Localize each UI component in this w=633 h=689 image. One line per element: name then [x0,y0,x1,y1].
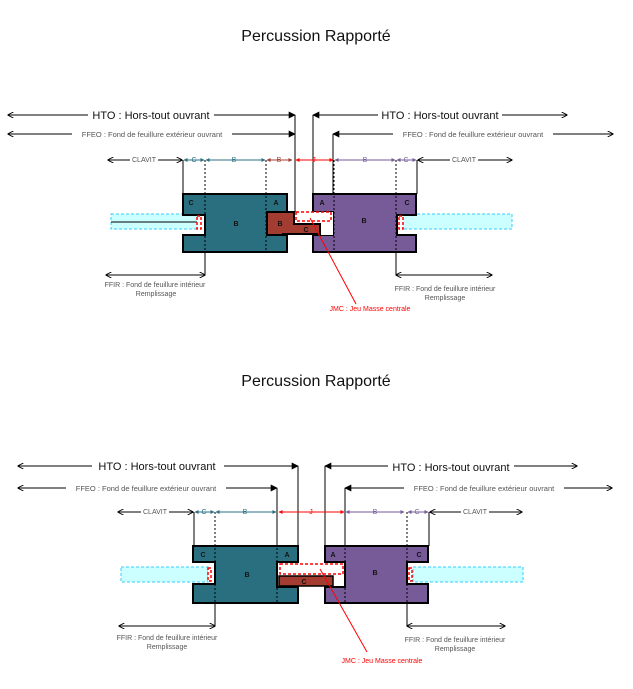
seal-right [398,215,404,230]
dim-b-purple-label: B [373,509,378,516]
teal-label-b: B [233,221,238,228]
ffir-left-label: FFIR : Fond de feuillure intérieur [105,282,206,289]
ffeo-right-label: FFEO : Fond de feuillure extérieur ouvra… [414,484,555,493]
dim-b-teal-label: B [243,509,248,516]
glass-panel-right [412,566,524,583]
jmc-leader-line [309,217,357,305]
purple-label-c: C [416,552,421,559]
teal-label-c: C [188,200,193,207]
hto-left-label: HTO : Hors-tout ouvrant [98,461,215,473]
purple-label-c: C [404,200,409,207]
central-label-c: C [301,579,306,586]
jmc-gap-zone [295,211,332,222]
dim-j-label: J [309,509,313,516]
jmc-leader-line [319,568,368,653]
teal-label-a: A [273,200,278,207]
hto-right-label: HTO : Hors-tout ouvrant [381,110,498,122]
hto-right-label: HTO : Hors-tout ouvrant [392,462,509,474]
ffir-right-label: FFIR : Fond de feuillure intérieur [395,286,496,293]
ffir-right-sublabel: Remplissage [435,646,476,653]
dim-c-teal-label: C [191,157,196,164]
seal-left [196,215,202,230]
dim-b-central-label: B [277,157,282,164]
clavit-left-label: CLAVIT [143,509,168,516]
purple-label-b: B [361,218,366,225]
ffir-right-sublabel: Remplissage [425,295,466,302]
ffir-left-label: FFIR : Fond de feuillure intérieur [117,635,218,642]
teal-label-a: A [284,552,289,559]
glass-panel-right [401,213,513,230]
central-mass-profile [278,575,334,587]
dim-c-purple-label: C [414,509,419,516]
ffir-left-sublabel: Remplissage [136,291,177,298]
ffir-right-label: FFIR : Fond de feuillure intérieur [405,637,506,644]
purple-label-a: A [319,200,324,207]
jmc-gap-zone [279,563,344,575]
central-mass-profile [266,211,321,236]
jmc-label: JMC : Jeu Masse centrale [342,658,423,665]
dim-c-purple-label: C [403,157,408,164]
dim-j-label: J [312,157,316,164]
central-label-c: C [303,227,308,234]
dim-b-purple-label: B [363,157,368,164]
diagram-title: Percussion Rapporté [241,373,391,390]
dim-b-teal-label: B [232,157,237,164]
ffir-left-sublabel: Remplissage [147,644,188,651]
teal-label-c: C [200,552,205,559]
diagram-1: Percussion Rapporté HTO : Hors-tout ouvr… [8,28,613,313]
glass-panel-left [120,566,209,583]
ffeo-left-label: FFEO : Fond de feuillure extérieur ouvra… [82,130,223,139]
ffeo-left-label: FFEO : Fond de feuillure extérieur ouvra… [76,484,217,493]
diagram-title: Percussion Rapporté [241,28,391,45]
seal-right [408,567,413,582]
dim-c-teal-label: C [201,509,206,516]
clavit-left-label: CLAVIT [132,157,157,164]
purple-label-a: A [330,552,335,559]
clavit-right-label: CLAVIT [463,509,488,516]
hto-left-label: HTO : Hors-tout ouvrant [92,110,209,122]
diagram-2: Percussion Rapporté HTO : Hors-tout ouvr… [18,373,612,665]
seal-left [207,567,212,582]
central-label-b: B [277,221,282,228]
jmc-label: JMC : Jeu Masse centrale [330,306,411,313]
purple-label-b: B [372,570,377,577]
teal-label-b: B [244,572,249,579]
ffeo-right-label: FFEO : Fond de feuillure extérieur ouvra… [403,130,544,139]
clavit-right-label: CLAVIT [452,157,477,164]
